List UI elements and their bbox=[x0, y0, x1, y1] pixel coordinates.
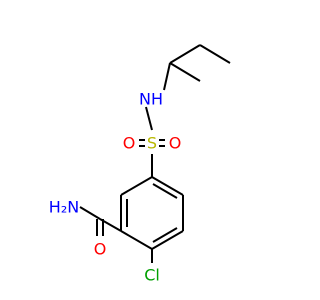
bond-ch-methyl bbox=[169, 62, 201, 82]
ring-bond-6 bbox=[120, 176, 153, 196]
atom-label-nh: NH bbox=[139, 90, 163, 109]
atom-label-o-right: O bbox=[169, 134, 182, 153]
bond-ch2-ch bbox=[169, 44, 201, 64]
atom-label-o-amide: O bbox=[94, 240, 107, 259]
bond-carbonyl-nh2 bbox=[79, 206, 101, 220]
ring-bond-4 bbox=[120, 230, 153, 250]
atom-label-cl: Cl bbox=[144, 266, 160, 285]
ring-bond-1-inner bbox=[152, 183, 178, 199]
ring-bond-3 bbox=[151, 230, 184, 250]
ring-bond-3-inner bbox=[152, 227, 178, 243]
bond-ch-nh bbox=[163, 62, 171, 91]
ring-bond-1 bbox=[151, 176, 184, 196]
atom-label-nh2: H₂N bbox=[49, 198, 79, 217]
atom-label-o-left: O bbox=[123, 134, 136, 153]
molecule-structure-diagram: NH S O O H₂N O Cl bbox=[49, 44, 231, 285]
atom-label-s: S bbox=[147, 134, 157, 153]
bond-ethyl-ch3-ch2 bbox=[199, 44, 231, 64]
bond-nh-s bbox=[145, 106, 153, 131]
